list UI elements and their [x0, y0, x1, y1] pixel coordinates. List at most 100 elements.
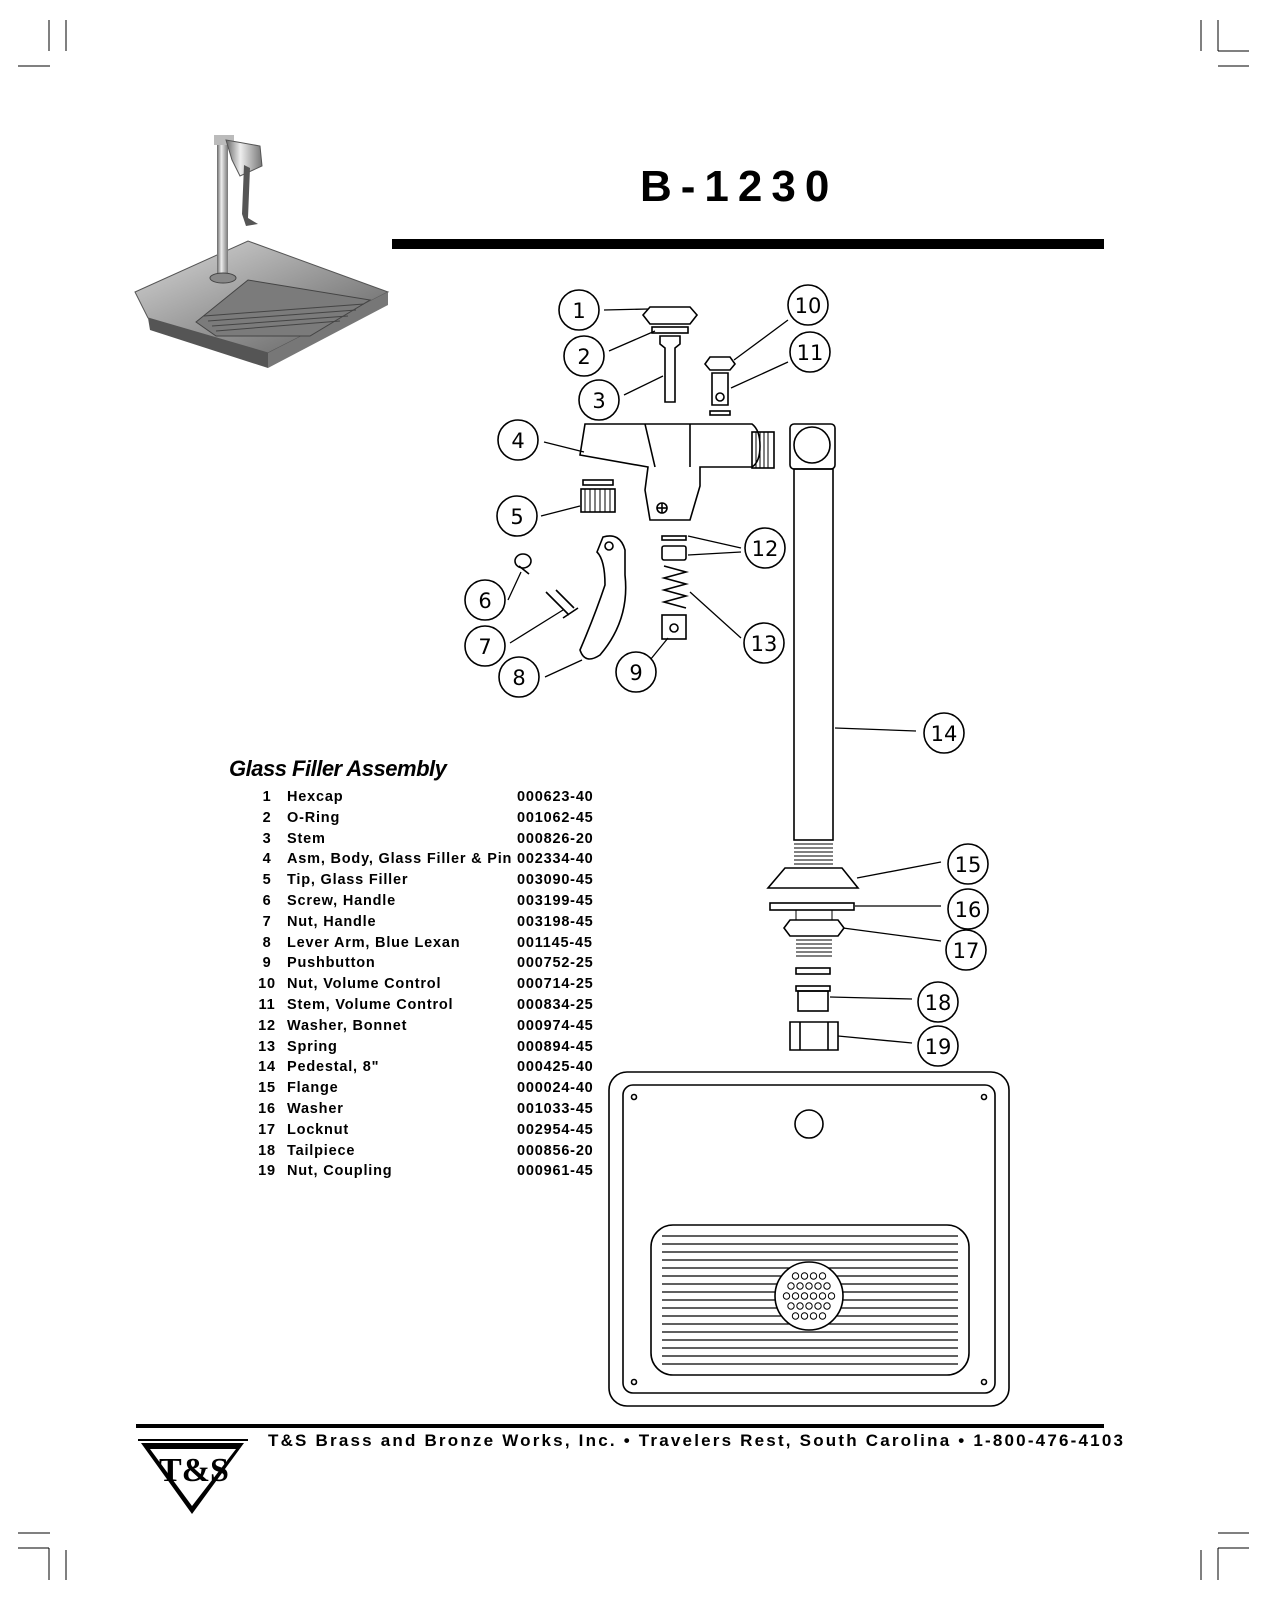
callout-5: 5 — [496, 495, 538, 537]
part-description: Asm, Body, Glass Filler & Pin — [287, 851, 513, 868]
part-description: Tip, Glass Filler — [287, 872, 409, 889]
part-code: 003090-45 — [517, 872, 594, 889]
model-title: B-1230 — [640, 162, 839, 211]
part-number: 4 — [262, 851, 272, 868]
part-description: Stem, Volume Control — [287, 996, 454, 1013]
part-description: Screw, Handle — [287, 892, 396, 909]
footer-company-line: T&S Brass and Bronze Works, Inc. • Trave… — [268, 1431, 1126, 1450]
part-number: 10 — [258, 976, 276, 993]
svg-text:6: 6 — [478, 589, 491, 613]
part-code: 000961-45 — [517, 1163, 594, 1180]
callout-11: 11 — [789, 331, 831, 373]
part-number: 9 — [262, 955, 272, 972]
callout-19: 19 — [917, 1025, 959, 1067]
callout-12: 12 — [744, 527, 786, 569]
part-description: Nut, Handle — [287, 913, 377, 930]
part-description: O-Ring — [287, 809, 341, 826]
part-description: Lever Arm, Blue Lexan — [287, 934, 461, 951]
svg-text:7: 7 — [478, 635, 491, 659]
svg-text:12: 12 — [752, 537, 779, 561]
callout-1: 1 — [558, 289, 600, 331]
callout-17: 17 — [945, 929, 987, 971]
svg-text:19: 19 — [925, 1035, 952, 1059]
svg-text:5: 5 — [510, 505, 523, 529]
part-row: 17 Locknut 002954-45 — [247, 1120, 597, 1141]
part-code: 000024-40 — [517, 1080, 594, 1097]
part-code: 000856-20 — [517, 1142, 594, 1159]
callout-16: 16 — [947, 888, 989, 930]
svg-text:2: 2 — [577, 345, 590, 369]
part-number: 1 — [262, 789, 272, 805]
part-row: 5 Tip, Glass Filler 003090-45 — [247, 870, 597, 891]
callout-10: 10 — [787, 284, 829, 326]
part-code: 002334-40 — [517, 851, 594, 868]
part-number: 3 — [262, 830, 272, 847]
callout-13: 13 — [743, 622, 785, 664]
part-description: Hexcap — [287, 789, 344, 805]
svg-text:14: 14 — [931, 722, 958, 746]
part-number: 18 — [258, 1142, 276, 1159]
part-description: Stem — [287, 830, 326, 847]
callout-3: 3 — [578, 379, 620, 421]
svg-text:9: 9 — [629, 661, 642, 685]
part-description: Washer — [287, 1100, 344, 1117]
part-row: 18 Tailpiece 000856-20 — [247, 1141, 597, 1162]
callout-4: 4 — [497, 419, 539, 461]
part-code: 000826-20 — [517, 830, 594, 847]
callout-2: 2 — [563, 335, 605, 377]
footer-rule — [136, 1424, 1104, 1428]
svg-text:16: 16 — [955, 898, 982, 922]
part-number: 17 — [258, 1121, 276, 1138]
hexcap-part — [641, 306, 699, 325]
svg-text:3: 3 — [592, 389, 605, 413]
part-description: Pushbutton — [287, 955, 376, 972]
part-description: Nut, Volume Control — [287, 976, 442, 993]
part-number: 14 — [258, 1059, 276, 1076]
svg-text:1: 1 — [572, 299, 585, 323]
part-number: 2 — [262, 809, 272, 826]
sink-pan — [608, 1071, 1010, 1407]
svg-text:18: 18 — [925, 991, 952, 1015]
part-code: 002954-45 — [517, 1121, 594, 1138]
svg-text:8: 8 — [512, 666, 525, 690]
part-description: Tailpiece — [287, 1142, 356, 1159]
part-number: 11 — [258, 996, 276, 1013]
part-description: Washer, Bonnet — [287, 1017, 408, 1034]
part-number: 12 — [258, 1017, 276, 1034]
callout-8: 8 — [498, 656, 540, 698]
part-number: 19 — [258, 1163, 276, 1180]
part-row: 8 Lever Arm, Blue Lexan 001145-45 — [247, 933, 597, 954]
svg-text:10: 10 — [795, 294, 822, 318]
part-code: 001145-45 — [517, 934, 593, 951]
part-number: 15 — [258, 1080, 276, 1097]
logo-text: T&S — [159, 1452, 229, 1489]
title-rule — [392, 239, 1104, 249]
part-row: 3 Stem 000826-20 — [247, 829, 597, 850]
part-code: 001062-45 — [517, 809, 594, 826]
callout-18: 18 — [917, 981, 959, 1023]
part-description: Locknut — [287, 1121, 349, 1138]
part-description: Pedestal, 8" — [287, 1059, 380, 1076]
assembly-title: Glass Filler Assembly — [229, 756, 447, 781]
callout-15: 15 — [947, 843, 989, 885]
part-number: 8 — [262, 934, 272, 951]
part-number: 7 — [262, 913, 272, 930]
svg-text:13: 13 — [751, 632, 778, 656]
part-number: 5 — [262, 872, 272, 889]
body-part — [579, 423, 761, 521]
part-description: Spring — [287, 1038, 338, 1055]
svg-text:11: 11 — [797, 341, 824, 365]
part-row: 2 O-Ring 001062-45 — [247, 808, 597, 829]
